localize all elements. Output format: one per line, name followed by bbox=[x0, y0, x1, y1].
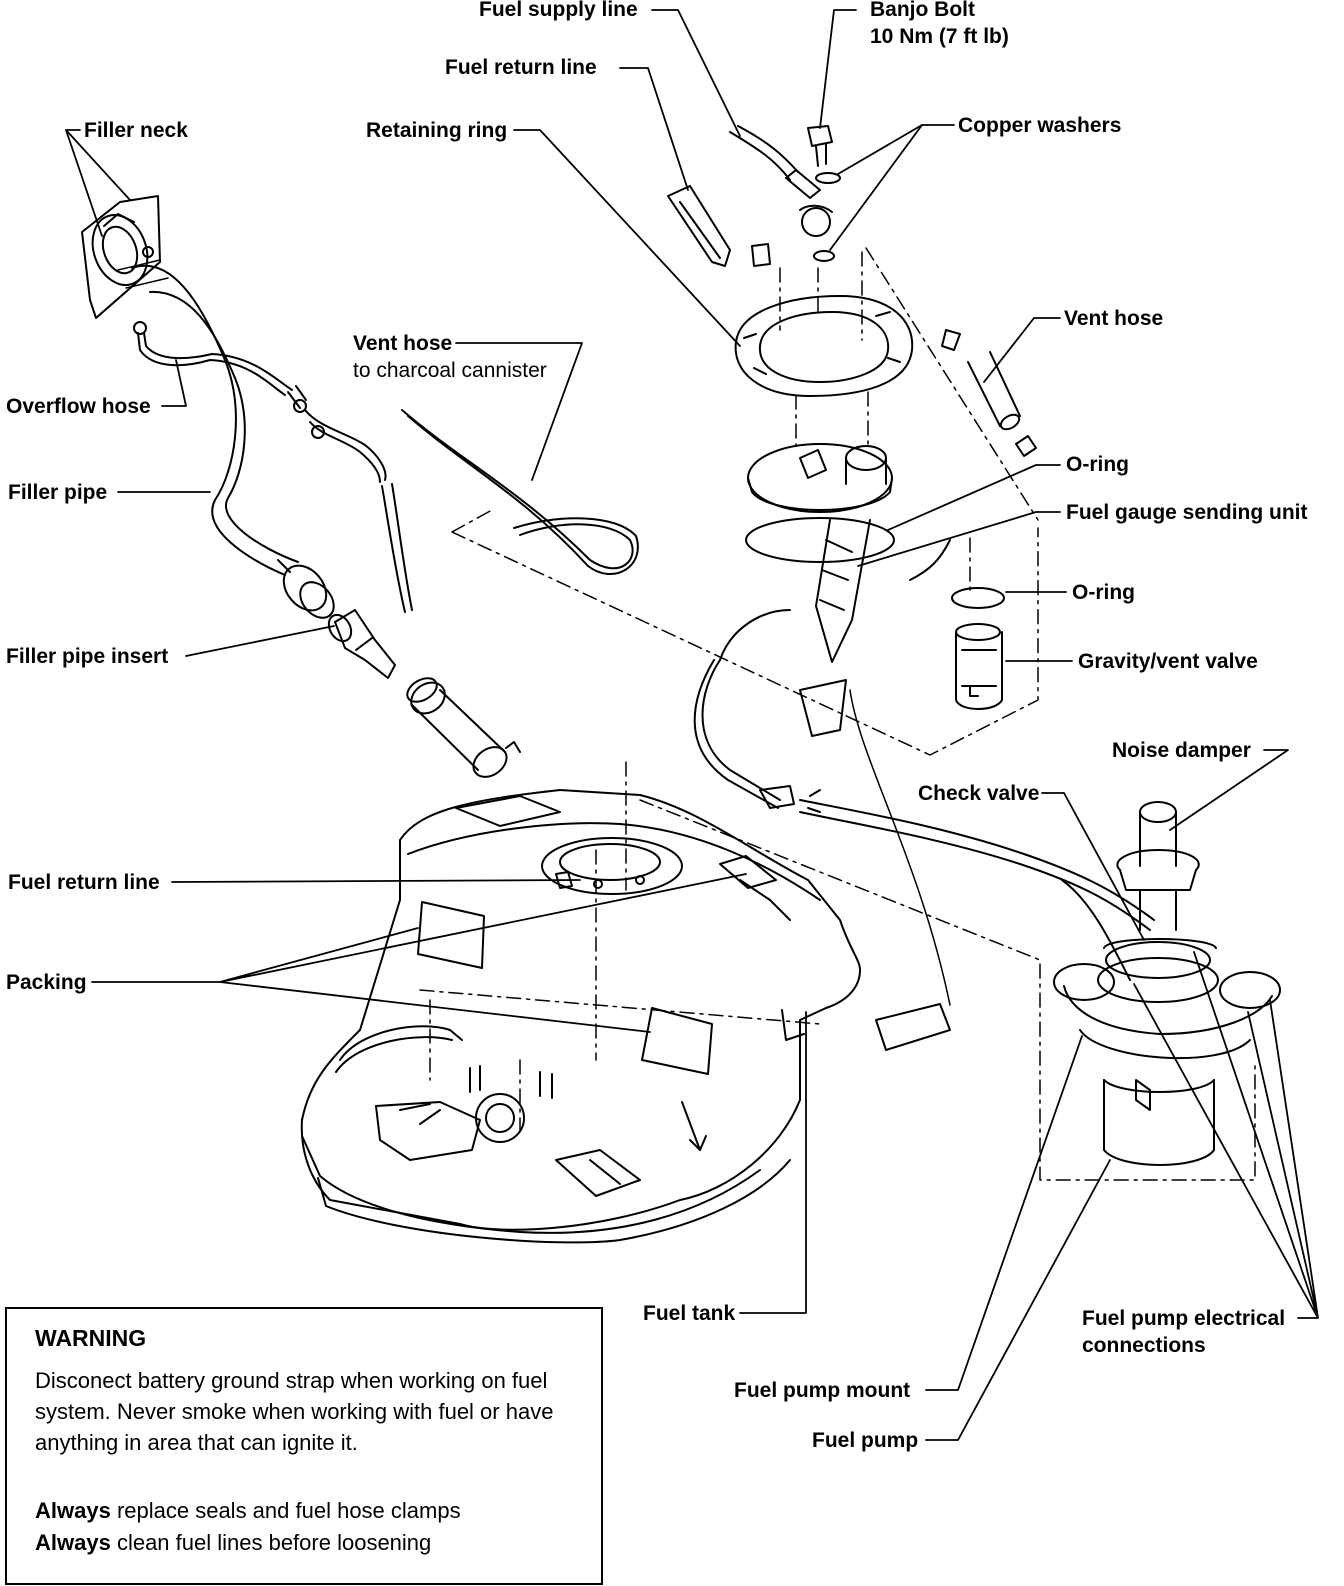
filler-pipe-drawing bbox=[117, 259, 335, 619]
vent-hose-right-drawing bbox=[941, 329, 1037, 457]
warning-line-clean-bold: Always bbox=[35, 1530, 111, 1555]
label-check-valve: Check valve bbox=[918, 782, 1040, 805]
label-banjo-torque: 10 Nm (7 ft lb) bbox=[870, 25, 1009, 48]
overflow-hose-drawing bbox=[133, 321, 413, 613]
warning-body: Disconect battery ground strap when work… bbox=[35, 1368, 554, 1455]
filler-hose-drawing bbox=[406, 677, 521, 778]
warning-line-seals: Always replace seals and fuel hose clamp… bbox=[35, 1495, 461, 1526]
warning-box: WARNING Disconect battery ground strap w… bbox=[5, 1307, 603, 1585]
fuel-return-line-top-drawing bbox=[667, 185, 731, 267]
warning-line-seals-bold: Always bbox=[35, 1498, 111, 1523]
label-fuel-pump: Fuel pump bbox=[812, 1429, 919, 1452]
label-vent-hose-right: Vent hose bbox=[1064, 307, 1164, 330]
assembly-guide-lines bbox=[451, 247, 1256, 1181]
warning-line-clean-text: clean fuel lines before loosening bbox=[110, 1530, 432, 1555]
banjo-bolt-drawing bbox=[751, 125, 841, 267]
gravity-vent-valve-drawing bbox=[955, 623, 1003, 710]
label-o-ring-top: O-ring bbox=[1066, 453, 1129, 476]
label-gravity-vent-valve: Gravity/vent valve bbox=[1078, 650, 1258, 673]
label-fuel-return-line-left: Fuel return line bbox=[8, 871, 160, 894]
o-ring-bottom-drawing bbox=[951, 587, 1005, 609]
label-fuel-pump-electrical: Fuel pump electrical bbox=[1082, 1307, 1286, 1330]
label-retaining-ring: Retaining ring bbox=[366, 119, 508, 142]
label-fuel-gauge-sending-unit: Fuel gauge sending unit bbox=[1066, 501, 1308, 524]
label-fuel-pump-electrical-connections: connections bbox=[1082, 1334, 1206, 1357]
label-filler-pipe-insert: Filler pipe insert bbox=[6, 645, 169, 668]
label-fuel-return-line-top: Fuel return line bbox=[445, 56, 597, 79]
label-o-ring-bottom: O-ring bbox=[1072, 581, 1135, 604]
label-packing: Packing bbox=[6, 971, 87, 994]
warning-line-seals-text: replace seals and fuel hose clamps bbox=[110, 1498, 461, 1523]
label-filler-neck: Filler neck bbox=[84, 119, 188, 142]
pump-feed-lines-drawing bbox=[799, 799, 1155, 981]
label-vent-hose-left: Vent hose bbox=[353, 332, 453, 355]
leader-lines bbox=[65, 9, 1319, 1441]
label-noise-damper: Noise damper bbox=[1112, 739, 1251, 762]
label-filler-pipe: Filler pipe bbox=[8, 481, 108, 504]
label-banjo-bolt: Banjo Bolt bbox=[870, 0, 975, 21]
vent-hose-charcoal-drawing bbox=[401, 409, 639, 576]
label-fuel-tank: Fuel tank bbox=[643, 1302, 736, 1325]
warning-title: WARNING bbox=[35, 1325, 147, 1351]
warning-line-clean: Always clean fuel lines before loosening bbox=[35, 1527, 431, 1558]
label-fuel-supply-line: Fuel supply line bbox=[479, 0, 638, 21]
retaining-ring-drawing bbox=[734, 295, 914, 397]
sending-unit-drawing bbox=[693, 443, 951, 1051]
label-fuel-pump-mount: Fuel pump mount bbox=[734, 1379, 911, 1402]
fuel-supply-line-drawing bbox=[729, 125, 833, 237]
label-copper-washers: Copper washers bbox=[958, 114, 1122, 137]
filler-pipe-insert-drawing bbox=[327, 609, 396, 679]
label-vent-hose-left-sub: to charcoal cannister bbox=[353, 359, 547, 382]
filler-neck-drawing bbox=[81, 195, 161, 319]
fuel-tank-drawing bbox=[300, 789, 861, 1244]
label-overflow-hose: Overflow hose bbox=[6, 395, 151, 418]
fuel-pump-drawing bbox=[1053, 801, 1281, 1166]
